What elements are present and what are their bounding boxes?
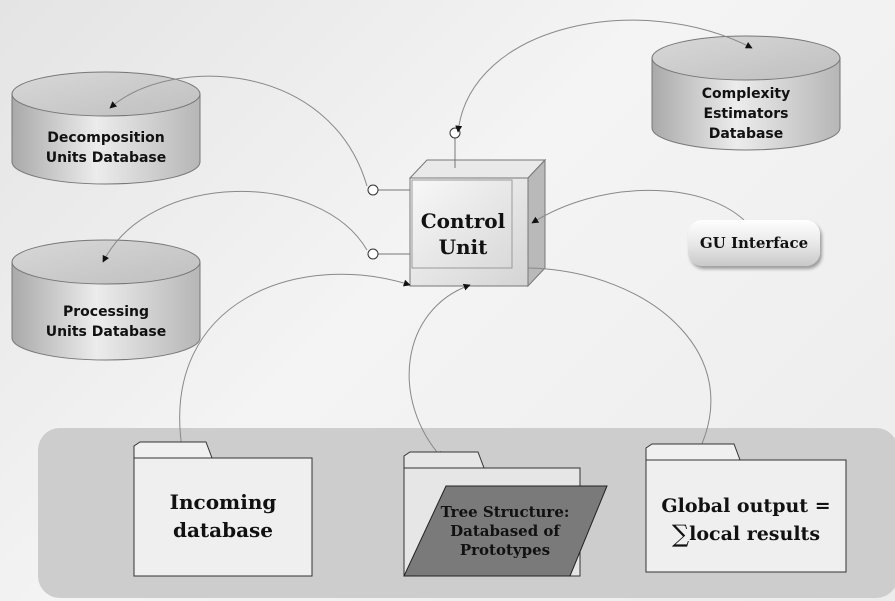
global-line2-wrap: ∑local results: [646, 520, 846, 548]
complexity-db-line3: Database: [708, 126, 784, 142]
arrow-complexity-control: [455, 19, 753, 133]
decomposition-db-cylinder: [11, 71, 201, 185]
gui-interface-button[interactable]: GU Interface: [688, 220, 820, 266]
incoming-folder: [133, 441, 313, 577]
control-unit-label: Control Unit: [410, 208, 516, 260]
tree-folder: [403, 451, 608, 577]
tree-line2: Databased of: [450, 522, 560, 540]
arrow-control-to-global: [527, 267, 712, 471]
arrow-gui-to-control: [531, 189, 745, 224]
arrow-tree-control: [408, 283, 471, 459]
incoming-line1: Incoming: [169, 490, 277, 514]
processing-db-cylinder: [11, 239, 201, 361]
arrow-incoming-to-control: [179, 273, 411, 449]
processing-db-label: Processing Units Database: [12, 302, 200, 342]
tree-line1: Tree Structure:: [440, 503, 570, 521]
sigma-symbol: ∑: [671, 520, 690, 548]
incoming-line2: database: [172, 518, 274, 542]
complexity-db-line2: Estimators: [703, 106, 789, 122]
global-line1: Global output =: [661, 495, 831, 517]
arrow-control-to-processing: [102, 191, 368, 263]
processing-db-line2: Units Database: [45, 324, 167, 340]
decomposition-db-line1: Decomposition: [47, 130, 165, 146]
arrow-control-to-decomposition: [109, 75, 368, 187]
decomposition-db-label: Decomposition Units Database: [12, 128, 200, 168]
control-unit-line1: Control: [420, 209, 506, 233]
global-folder-label: Global output = ∑local results: [646, 492, 846, 548]
complexity-db-line1: Complexity: [701, 86, 791, 102]
incoming-folder-label: Incoming database: [134, 488, 312, 544]
global-folder: [645, 443, 847, 573]
tree-line3: Prototypes: [459, 541, 551, 559]
decomposition-db-line2: Units Database: [45, 150, 167, 166]
control-unit-line2: Unit: [438, 235, 488, 259]
flow-arrows: [102, 19, 753, 471]
tree-folder-label: Tree Structure: Databased of Prototypes: [420, 503, 590, 560]
global-line2: local results: [689, 523, 821, 545]
complexity-db-label: Complexity Estimators Database: [652, 84, 840, 144]
processing-db-line1: Processing: [62, 304, 150, 320]
